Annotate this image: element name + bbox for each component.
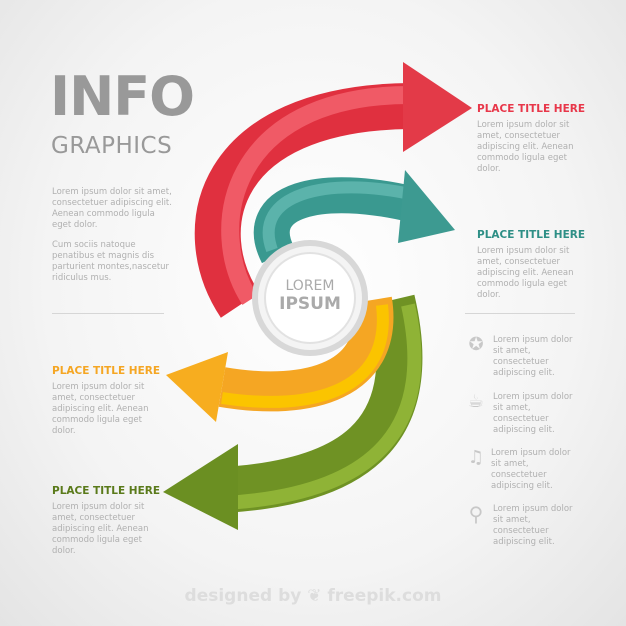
step-4: PLACE TITLE HERE Lorem ipsum dolor sit a…: [52, 485, 162, 557]
feature-text: Lorem ipsum dolor sit amet, consectetuer…: [493, 504, 573, 547]
title-info: INFO: [50, 65, 195, 128]
step-text: Lorem ipsum dolor sit amet, consectetuer…: [52, 502, 149, 556]
step-title: PLACE TITLE HERE: [477, 229, 586, 241]
step-title: PLACE TITLE HERE: [477, 103, 586, 115]
feature-text: Lorem ipsum dolor sit amet, consectetuer…: [491, 448, 571, 491]
award-icon: ✪: [468, 334, 484, 355]
teal-arrow: [253, 170, 455, 264]
step-title: PLACE TITLE HERE: [52, 485, 161, 497]
red-arrow: [194, 62, 472, 318]
center-circle: [252, 240, 368, 356]
coffee-cup-icon: ☕: [467, 391, 485, 412]
step-3: PLACE TITLE HERE Lorem ipsum dolor sit a…: [52, 365, 162, 437]
step-text: Lorem ipsum dolor sit amet, consectetuer…: [52, 382, 149, 436]
footer-credit: designed by ❦ freepik.com: [184, 586, 442, 606]
step-text: Lorem ipsum dolor sit amet, consectetuer…: [477, 246, 574, 300]
title-graphics: GRAPHICS: [51, 133, 173, 159]
orange-arrow: [166, 296, 394, 422]
step-title: PLACE TITLE HERE: [52, 365, 161, 377]
green-arrow: [163, 294, 423, 530]
feature-text: Lorem ipsum dolor sit amet, consectetuer…: [493, 335, 573, 378]
step-text: Lorem ipsum dolor sit amet, consectetuer…: [477, 120, 574, 174]
search-icon: ⚲: [468, 502, 484, 526]
intro-paragraph-2: Cum sociis natoque penatibus et magnis d…: [52, 240, 170, 283]
feature-text: Lorem ipsum dolor sit amet, consectetuer…: [493, 392, 573, 435]
center-line-1: LOREM: [285, 278, 335, 294]
divider-left: [52, 313, 164, 314]
center-label: LOREM IPSUM: [255, 278, 365, 314]
step-2: PLACE TITLE HERE Lorem ipsum dolor sit a…: [477, 229, 587, 301]
step-1: PLACE TITLE HERE Lorem ipsum dolor sit a…: [477, 103, 587, 175]
intro-paragraph-1: Lorem ipsum dolor sit amet, consectetuer…: [52, 187, 172, 230]
music-note-icon: ♫: [467, 447, 485, 468]
divider-right: [465, 313, 575, 314]
center-line-2: IPSUM: [279, 294, 341, 314]
